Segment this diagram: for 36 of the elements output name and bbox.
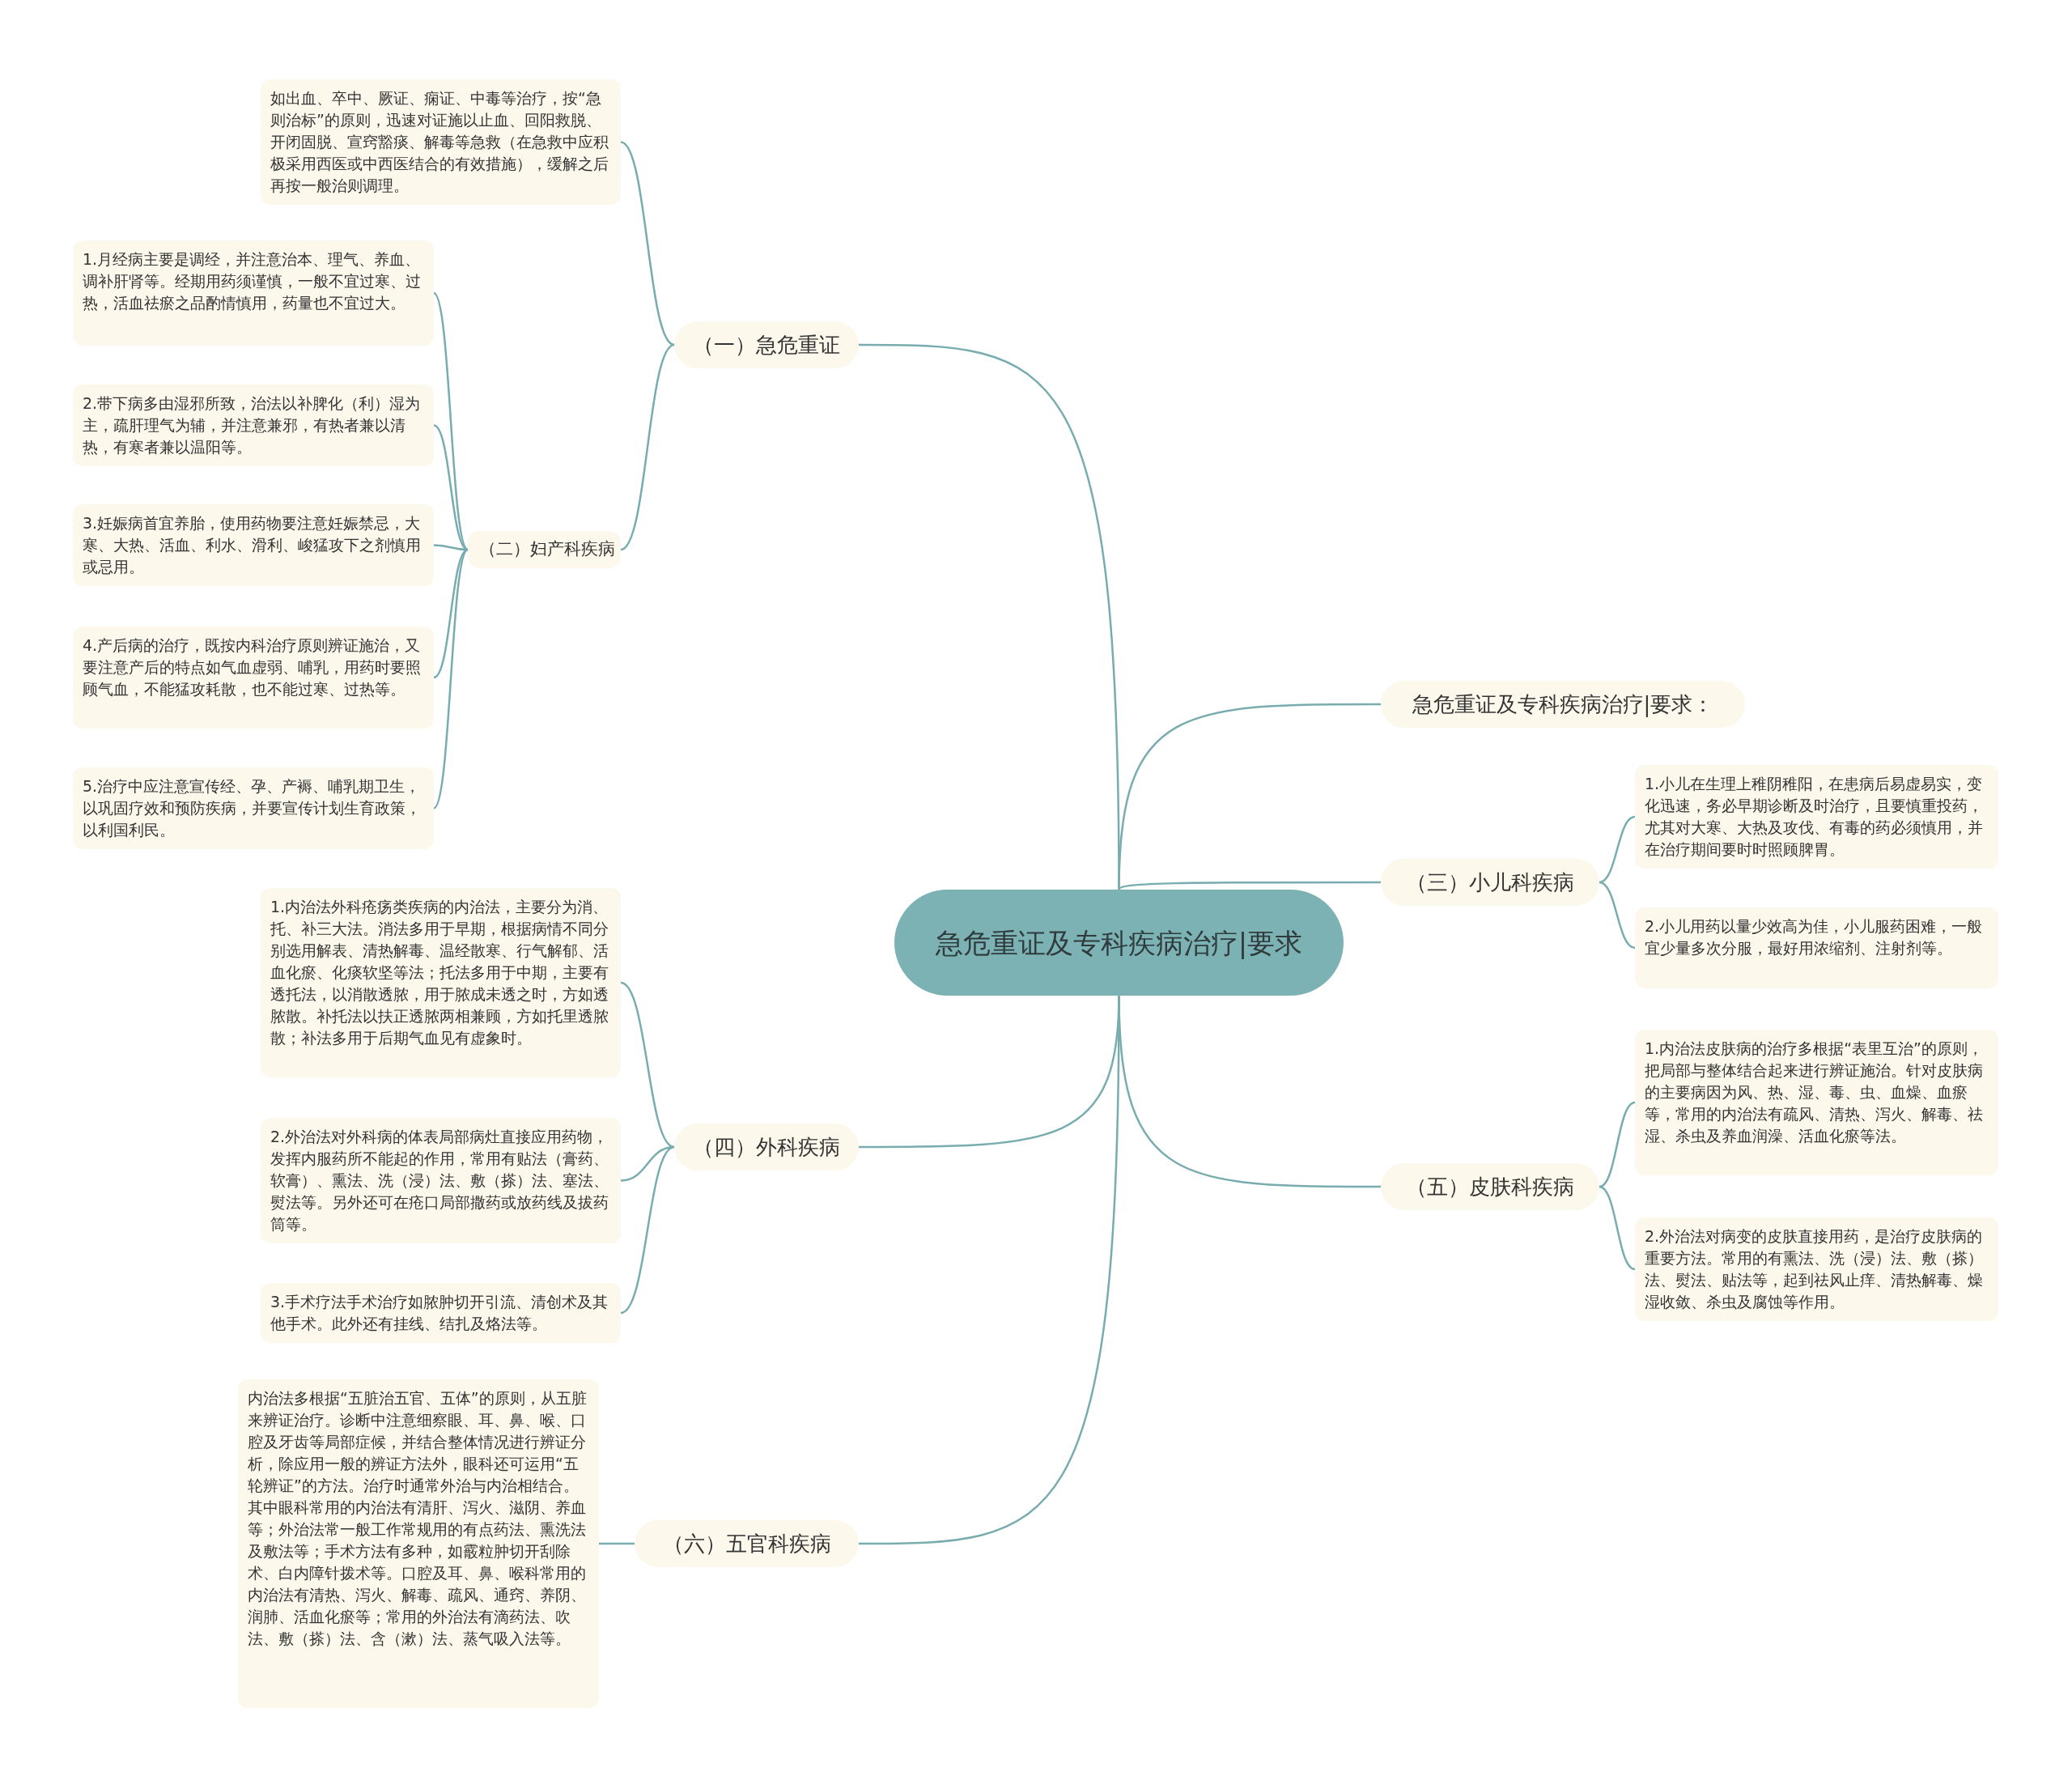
note-card: 2.小儿用药以量少效高为佳，小儿服药困难，一般宜少量多次分服，最好用浓缩剂、注射剂等。 [1635, 907, 1998, 988]
connector-line [620, 1145, 675, 1315]
note-card: 内治法多根据“五脏治五官、五体”的原则，从五脏来辨证治疗。诊断中注意细察眼、耳、鼻、喉、口腔及牙齿等局部症候，并结合整体情况进行辨证分析，除应用一般的辨证方法外，眼科还可运用“五轮辨证”的方法。治疗时通常外治与内治相结合。其中眼科常用的内治法有清肝、泻火、滋阴、养血等；外治法常一般工作常规用的有点药法、熏洗法及敷法等；手术方法有多种，如霰粒肿切开刮除术、白内障针拨术等。口腔及耳、鼻、喉科常用的内治法有清热、泻火、解毒、疏风、通窍、养阴、润肺、活血化瘀等；常用的外治法有滴药法、吹法、敷（搽）法、含（漱）法、蒸气吸入法等。 [238, 1379, 599, 1708]
note-card: 3.妊娠病首宜养胎，使用药物要注意妊娠禁忌，大寒、大热、活血、利水、滑利、峻猛攻下之剂慎用或忌用。 [73, 504, 434, 586]
branch-topic: （三）小儿科疾病 [1381, 859, 1599, 906]
branch-topic: （一）急危重证 [674, 321, 859, 368]
connector-line [1599, 1185, 1636, 1271]
connector-line [599, 1542, 635, 1545]
note-card: 如出血、卒中、厥证、痫证、中毒等治疗，按“急则治标”的原则，迅速对证施以止血、回阳救脱、开闭固脱、宣窍豁痰、解毒等急救（在急救中应积极采用西医或中西医结合的有效措施），缓解之后再按一般治则调理。 [261, 79, 621, 205]
central-topic: 急危重证及专科疾病治疗|要求 [894, 890, 1344, 996]
note-card: 1.内治法皮肤病的治疗多根据“表里互治”的原则，把局部与整体结合起来进行辨证施治。针对皮肤病的主要病因为风、热、湿、毒、虫、血燥、血瘀等，常用的内治法有疏风、清热、泻火、解毒、祛湿、杀虫及养血润澡、活血化瘀等法。 [1635, 1030, 1998, 1175]
connector-line [1599, 1101, 1636, 1188]
note-card: 2.带下病多由湿邪所致，治法以补脾化（利）湿为主，疏肝理气为辅，并注意兼邪，有热者兼以清热，有寒者兼以温阳等。 [73, 384, 434, 466]
connector-line [859, 996, 1120, 1545]
branch-topic: 急危重证及专科疾病治疗|要求： [1381, 681, 1745, 728]
note-card: 1.内治法外科疮疡类疾病的内治法，主要分为消、托、补三大法。消法多用于早期，根据病情不同分别选用解表、清热解毒、温经散寒、行气解郁、活血化瘀、化痰软坚等法；托法多用于中期，主要有透托法，以消散透脓，用于脓成未透之时，方如透脓散。补托法以扶正透脓两相兼顾，方如托里透脓散；补法多用于后期气血见有虚象时。 [261, 888, 621, 1077]
connector-line [1599, 881, 1636, 949]
note-card: 1.月经病主要是调经，并注意治本、理气、养血、调补肝肾等。经期用药须谨慎，一般不宜过寒、过热，活血祛瘀之品酌情慎用，药量也不宜过大。 [73, 240, 434, 346]
branch-topic: （四）外科疾病 [674, 1124, 859, 1170]
connector-line [433, 292, 469, 550]
note-card: 3.手术疗法手术治疗如脓肿切开引流、清创术及其他手术。此外还有挂线、结扎及烙法等。 [261, 1283, 621, 1343]
note-card: 2.外治法对病变的皮肤直接用药，是治疗皮肤病的重要方法。常用的有熏法、洗（浸）法、敷（搽）法、熨法、贴法等，起到祛风止痒、清热解毒、燥湿收敛、杀虫及腐蚀等作用。 [1635, 1217, 1998, 1321]
branch-topic: （五）皮肤科疾病 [1381, 1163, 1599, 1210]
note-card: 5.治疗中应注意宣传经、孕、产褥、哺乳期卫生，以巩固疗效和预防疾病，并要宣传计划生育政策，以利国利民。 [73, 767, 434, 849]
connector-line [620, 981, 675, 1149]
connector-line [859, 343, 1120, 890]
connector-line [433, 549, 469, 809]
connector-line [620, 343, 675, 551]
note-card: 1.小儿在生理上稚阴稚阳，在患病后易虚易实，变化迅速，务必早期诊断及时治疗，且要慎重投药，尤其对大寒、大热及攻伐、有毒的药必须慎用，并在治疗期间要时时照顾脾胃。 [1635, 765, 1998, 869]
note-card: 2.外治法对外科病的体表局部病灶直接应用药物，发挥内服药所不能起的作用，常用有贴法（膏药、软膏）、熏法、洗（浸）法、敷（搽）法、塞法、熨法等。另外还可在疮口局部撒药或放药线及拔药筒等。 [261, 1118, 621, 1243]
note-card: 4.产后病的治疗，既按内科治疗原则辨证施治，又要注意产后的特点如气血虚弱、哺乳，用药时要照顾气血，不能猛攻耗散，也不能过寒、过热等。 [73, 627, 434, 729]
subtopic: （二）妇产科疾病 [468, 531, 621, 568]
connector-line [620, 141, 675, 346]
branch-topic: （六）五官科疾病 [635, 1520, 859, 1567]
connector-line [1599, 815, 1636, 884]
connector-line [1118, 881, 1381, 890]
